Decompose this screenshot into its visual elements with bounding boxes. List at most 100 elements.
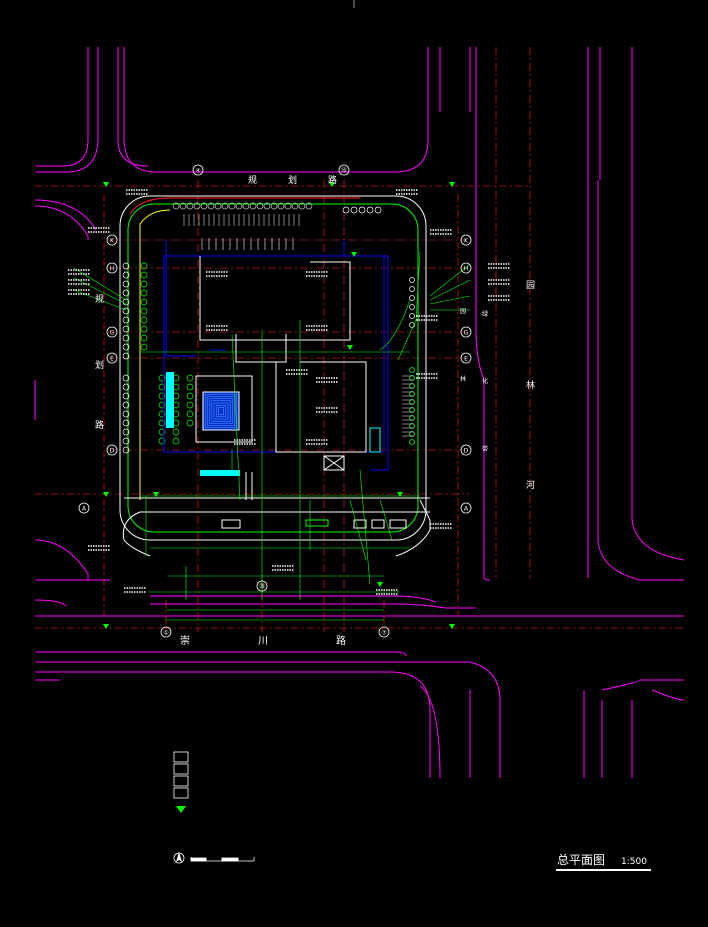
tree-green-a-2	[140, 280, 148, 288]
level-triangle-2	[449, 182, 455, 187]
tree-north-8	[228, 202, 236, 210]
tree-east-top-2	[409, 295, 415, 301]
road-line-19	[35, 651, 407, 657]
axis-left-4-text: D	[110, 448, 115, 455]
tree-green-d-5	[186, 419, 194, 427]
tree-green-d-3	[186, 401, 194, 409]
tree-north-2	[186, 202, 194, 210]
tree-west-b-3	[122, 401, 130, 409]
tree-green-b-3	[158, 401, 166, 409]
dim-line-13	[379, 499, 393, 541]
axis-right-5-text: A	[464, 506, 469, 513]
site-south-edge-2	[122, 511, 430, 541]
axis-right-4-text: D	[464, 448, 469, 455]
north-arrow-icon	[173, 852, 185, 864]
dim-line-8	[359, 469, 371, 585]
tree-green-a-1	[140, 271, 148, 279]
tree-north-15	[277, 202, 285, 210]
tree-west-b-2	[122, 392, 130, 400]
dim-line-1	[231, 333, 241, 501]
tree-west-a-3	[122, 289, 130, 297]
tree-west-b-5	[122, 419, 130, 427]
pool-ring-2	[207, 396, 235, 426]
tree-north-7	[221, 202, 229, 210]
tree-east-top-4	[409, 313, 415, 319]
road-line-0	[35, 47, 89, 167]
axis-left-5-circle	[78, 502, 90, 514]
tree-east-top-5	[409, 322, 415, 328]
axis-bottom-1-circle	[160, 626, 172, 638]
legend-stack	[173, 751, 189, 799]
tree-north-3	[193, 202, 201, 210]
axis-left-1-circle	[106, 262, 118, 274]
tree-east-0	[409, 367, 415, 373]
tree-green-a-0	[140, 262, 148, 270]
legend-box-3	[173, 775, 189, 787]
axis-top-1-circle	[192, 164, 204, 176]
site-outer-white	[119, 195, 427, 541]
atrium-pool	[202, 391, 240, 431]
tree-west-b-0	[122, 374, 130, 382]
tree-east-6	[409, 415, 415, 421]
pool-ring-6	[215, 404, 227, 418]
axis-top-2-text: ⑯	[341, 167, 347, 175]
road-line-12	[597, 180, 684, 581]
axis-right-2-circle	[460, 326, 472, 338]
level-triangle-4	[153, 492, 159, 497]
pool-ring-5	[213, 402, 229, 420]
axis-left-3-circle	[106, 352, 118, 364]
site-boundary	[119, 195, 431, 557]
building-outer	[163, 255, 385, 453]
parking-box-3	[371, 519, 385, 529]
tree-rows	[122, 202, 415, 454]
tower-east	[275, 361, 367, 453]
road-line-1	[35, 47, 99, 173]
tree-ne-0	[342, 206, 350, 214]
parking-box-2	[353, 519, 367, 529]
west-road-char-3: 路	[95, 419, 104, 431]
road-line-24	[469, 661, 501, 778]
tree-north-9	[235, 202, 243, 210]
tree-north-10	[242, 202, 250, 210]
axis-lines	[35, 0, 684, 632]
axis-right-4-circle	[460, 444, 472, 456]
axis-left-2-text: G	[110, 330, 115, 337]
river-char-3: 河	[526, 479, 535, 491]
north-road-char-1: 规	[248, 175, 257, 186]
cyan-strip-south	[200, 470, 240, 476]
tree-green-b-5	[158, 419, 166, 427]
tree-east-9	[409, 439, 415, 445]
tree-green-a-9	[140, 343, 148, 351]
river-char-1: 园	[526, 280, 535, 291]
tree-north-0	[172, 202, 180, 210]
blue-east-path	[343, 240, 389, 471]
south-box	[323, 455, 345, 471]
tree-green-d-2	[186, 392, 194, 400]
tree-green-b-6	[158, 428, 166, 436]
north-road-char-3: 路	[328, 174, 337, 186]
tree-north-16	[284, 202, 292, 210]
tree-north-6	[214, 202, 222, 210]
road-line-21	[35, 671, 431, 778]
axis-left-4-circle	[106, 444, 118, 456]
tree-west-a-9	[122, 343, 130, 351]
greenbelt-char-4: 化	[482, 377, 488, 385]
axis-bottom-2-circle	[256, 580, 268, 592]
tree-ne-2	[358, 206, 366, 214]
axis-right-5-circle	[460, 502, 472, 514]
tree-north-17	[291, 202, 299, 210]
tree-west-a-0	[122, 262, 130, 270]
tree-green-b-7	[158, 437, 166, 445]
greenbelt-char-2: 绿	[482, 310, 488, 318]
tree-north-5	[207, 202, 215, 210]
road-line-17	[34, 599, 67, 607]
tree-east-7	[409, 423, 415, 429]
tree-green-a-8	[140, 334, 148, 342]
tree-north-1	[179, 202, 187, 210]
parking-box-4	[389, 519, 407, 529]
site-se-curve	[395, 499, 431, 557]
tree-west-b-8	[122, 446, 130, 454]
road-line-6	[34, 205, 89, 240]
axis-bottom-1-text: ①	[163, 630, 168, 637]
axis-right-3-text: E	[464, 356, 468, 363]
